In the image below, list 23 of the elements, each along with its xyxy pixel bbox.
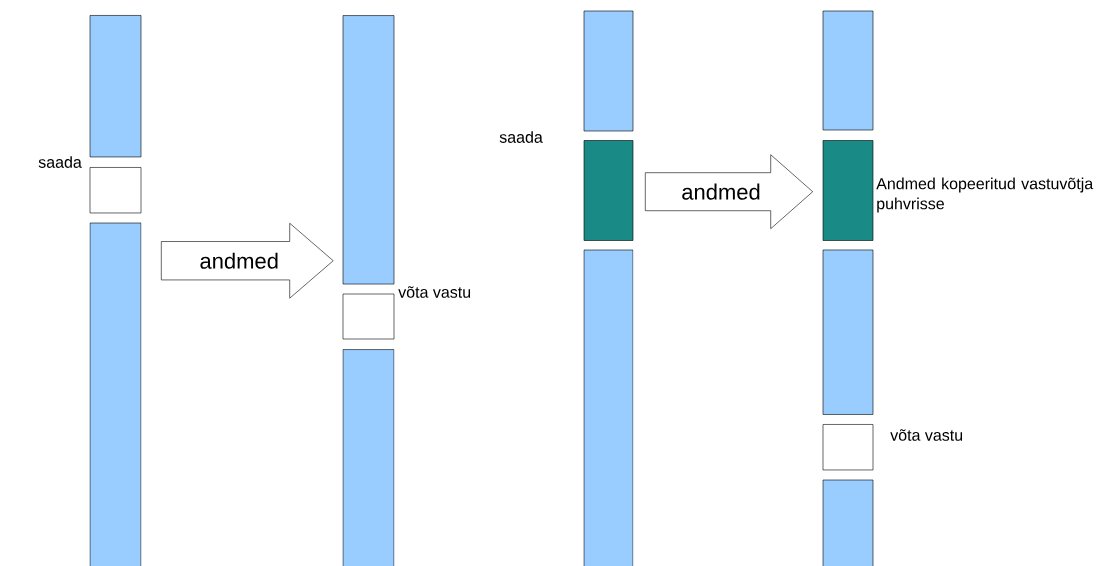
buffer-box (583, 140, 634, 241)
side-label: Andmed kopeeritud vastuvõtja puhvrisse (876, 177, 1094, 213)
edge-label: andmed (682, 183, 760, 200)
block-arrow (645, 154, 813, 229)
bar (822, 479, 874, 566)
slot-box (89, 167, 142, 214)
slot-box (342, 293, 395, 340)
bar (342, 349, 395, 566)
bar (89, 222, 142, 566)
bar (822, 10, 874, 131)
bar (583, 249, 634, 566)
side-label: võta vastu (398, 286, 471, 298)
bar (583, 10, 634, 132)
bar (89, 15, 142, 158)
side-label: saada (38, 156, 82, 168)
buffer-box (822, 140, 874, 241)
bar (822, 249, 874, 415)
block-arrow (161, 222, 334, 299)
edge-label: andmed (200, 252, 278, 269)
bar (342, 15, 395, 285)
side-label: võta vastu (890, 429, 963, 441)
side-label: saada (499, 131, 543, 143)
slot-box (822, 424, 874, 471)
